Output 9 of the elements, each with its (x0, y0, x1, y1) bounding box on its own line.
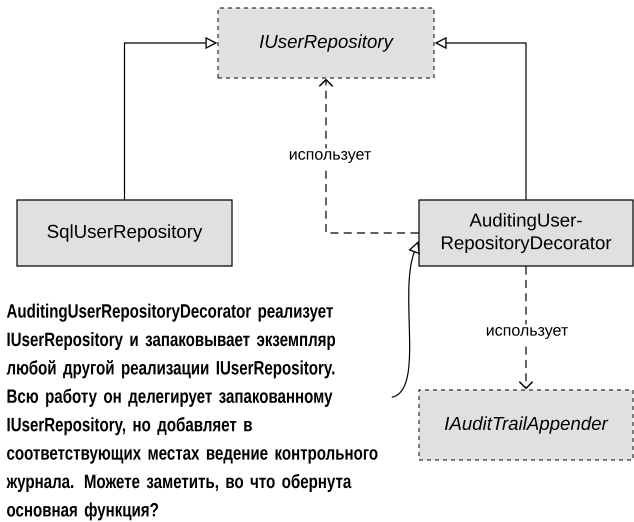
edge-label: использует (286, 148, 374, 166)
class-box: SqlUserRepository (16, 199, 233, 267)
dependency-arrow (518, 266, 534, 390)
note-text: AuditingUserRepositoryDecorator реализует IUserRepository и запаковывает экземпляр любой другой реализации IUserRepository. Всю работу он делегирует запакованному IUserRepository, но добавляет в соответствующих местах ведение контрольного журнала. Можете заметить, во что обернута основная функция? (6, 304, 378, 520)
dependency-arrow (318, 78, 418, 234)
interface-box: IAuditTrailAppender (418, 389, 634, 461)
interface-box: IUserRepository (217, 7, 435, 79)
class-box: AuditingUser- RepositoryDecorator (418, 199, 634, 267)
edge-label: использует (483, 324, 571, 342)
